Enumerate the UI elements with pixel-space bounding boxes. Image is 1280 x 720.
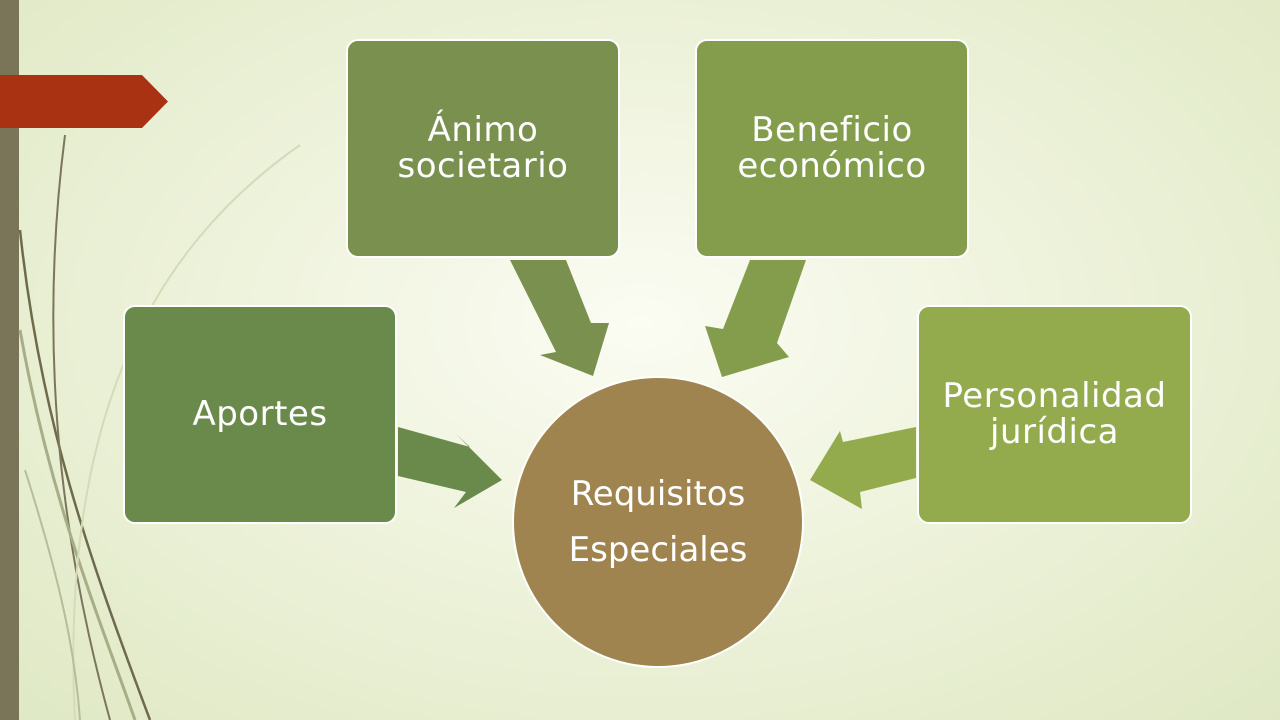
red-flag-accent [0, 75, 168, 128]
center-label-line2: Especiales [568, 530, 748, 570]
node-aportes: Aportes [123, 305, 397, 524]
node-beneficio-economico: Beneficio económico [695, 39, 969, 258]
center-label-line1: Requisitos [570, 474, 746, 514]
arrow-beneficio [705, 260, 806, 377]
arrow-personalidad [810, 427, 916, 509]
node-aportes-label: Aportes [192, 393, 328, 434]
node-beneficio-label: Beneficio económico [737, 109, 927, 186]
node-animo-societario: Ánimo societario [346, 39, 620, 258]
node-animo-label: Ánimo societario [397, 109, 569, 186]
left-accent-bar [0, 0, 19, 720]
center-requisitos-especiales: Requisitos Especiales [512, 376, 804, 668]
node-personalidad-juridica: Personalidad jurídica [917, 305, 1192, 524]
node-personalidad-label: Personalidad jurídica [942, 375, 1167, 452]
arrow-aportes [398, 427, 502, 508]
arrow-animo [510, 260, 609, 376]
